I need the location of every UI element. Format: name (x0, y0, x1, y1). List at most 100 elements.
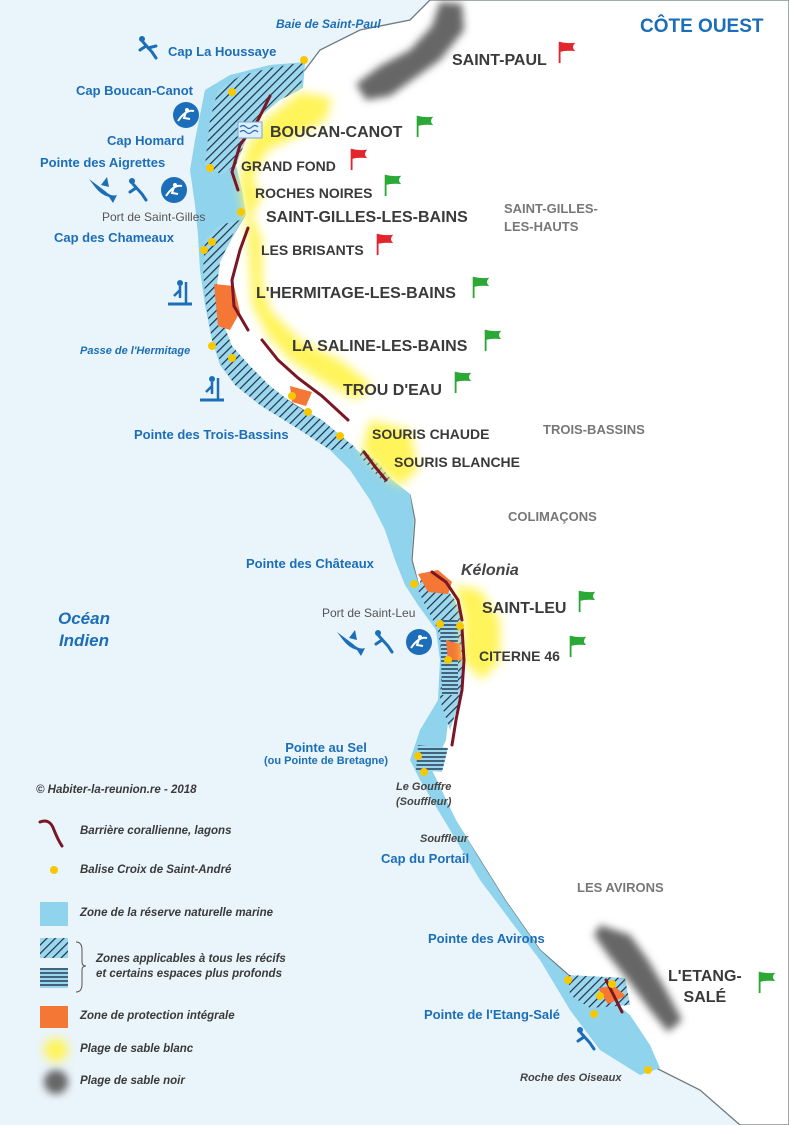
label-beach-etang-sale-line2: SALÉ (683, 989, 727, 1006)
label-pointe-chateaux: Pointe des Châteaux (246, 556, 374, 571)
buoy-markers (200, 56, 652, 1074)
ocean-label-line1: Océan (58, 609, 110, 628)
red-flag-icon (558, 41, 576, 64)
legend-integral-swatch (40, 1006, 68, 1028)
ocean-label: Océan Indien (58, 608, 110, 652)
paddle-icon (200, 376, 224, 402)
surfer-icon (406, 629, 432, 655)
label-kelonia: Kélonia (461, 562, 519, 579)
label-le-gouffre-line2: (Souffleur) (396, 796, 452, 808)
label-passe-hermitage: Passe de l'Hermitage (80, 345, 191, 357)
green-flag-icon (472, 276, 490, 299)
integral-zone-citerne (446, 640, 462, 660)
label-cap-du-portail: Cap du Portail (381, 851, 470, 866)
label-beach-citerne-46: CITERNE 46 (479, 648, 560, 664)
legend-buoy-label: Balise Croix de Saint-André (80, 864, 232, 876)
label-town-st-gilles-hauts-line2: LES-HAUTS (504, 219, 579, 234)
label-town-trois-bassins: TROIS-BASSINS (543, 422, 645, 437)
hatched-zone-hermitage (203, 220, 356, 450)
label-pointe-aigrettes: Pointe des Aigrettes (40, 155, 166, 170)
green-flag-icon (384, 174, 402, 197)
marlin-icon (337, 630, 365, 656)
red-flag-icon (350, 148, 368, 171)
legend-hlines-swatch (40, 968, 68, 988)
label-beach-saint-gilles: SAINT-GILLES-LES-BAINS (266, 209, 468, 226)
label-pointe-etang-sale: Pointe de l'Etang-Salé (424, 1007, 561, 1022)
label-beach-grand-fond: GRAND FOND (241, 158, 336, 174)
legend-white-sand-label: Plage de sable blanc (80, 1043, 194, 1055)
label-beach-saline: LA SALINE-LES-BAINS (292, 338, 468, 355)
copyright: © Habiter-la-reunion.re - 2018 (36, 784, 197, 796)
legend-coral-swatch (38, 819, 64, 848)
label-beach-saint-paul: SAINT-PAUL (452, 52, 547, 69)
surfer-icon (161, 177, 187, 203)
green-flag-icon (416, 115, 434, 138)
label-town-st-gilles-hauts: SAINT-GILLES- LES-HAUTS (504, 200, 598, 236)
label-beach-souris-chaude: SOURIS CHAUDE (372, 426, 490, 442)
surfer-icon (173, 102, 199, 128)
legend-reserve-swatch (40, 902, 68, 926)
map-title: CÔTE OUEST (640, 16, 764, 37)
legend-hatch-swatch (40, 938, 68, 958)
label-roche-des-oiseaux: Roche des Oiseaux (520, 1072, 622, 1084)
label-pointe-trois-bassins: Pointe des Trois-Bassins (134, 427, 289, 442)
green-flag-icon (578, 590, 596, 613)
marlin-icon (89, 177, 117, 203)
diver-icon (374, 630, 394, 654)
legend-buoy-swatch (50, 866, 58, 874)
label-beach-brisants: LES BRISANTS (261, 242, 364, 258)
label-beach-souris-blanche: SOURIS BLANCHE (394, 454, 521, 470)
label-baie-saint-paul: Baie de Saint-Paul (276, 17, 381, 31)
red-flag-icon (376, 233, 394, 256)
label-pointe-au-sel: Pointe au Sel (ou Pointe de Bretagne) (264, 740, 388, 767)
label-le-gouffre: Le Gouffre (Souffleur) (396, 780, 451, 810)
green-flag-icon (454, 371, 472, 394)
label-beach-etang-sale: L'ETANG- SALÉ (668, 966, 742, 1008)
label-beach-boucan-canot: BOUCAN-CANOT (270, 124, 403, 141)
coral-barriers (230, 94, 624, 1014)
label-beach-hermitage: L'HERMITAGE-LES-BAINS (256, 285, 456, 302)
ocean-label-line2: Indien (58, 631, 110, 650)
label-cap-homard: Cap Homard (107, 133, 185, 148)
label-cap-la-houssaye: Cap La Houssaye (168, 44, 277, 59)
legend-zones-label: Zones applicables à tous les récifs et c… (96, 952, 286, 982)
legend-coral-label: Barrière corallienne, lagons (80, 825, 232, 837)
green-flag-icon (484, 329, 502, 352)
legend-black-sand-swatch (44, 1070, 68, 1094)
legend-integral-label: Zone de protection intégrale (80, 1010, 235, 1022)
legend-reserve-label: Zone de la réserve naturelle marine (80, 907, 274, 919)
label-beach-saint-leu: SAINT-LEU (482, 600, 567, 617)
label-port-saint-gilles: Port de Saint-Gilles (102, 210, 206, 224)
label-town-st-gilles-hauts-line1: SAINT-GILLES- (504, 201, 598, 216)
diver-icon (576, 1027, 596, 1051)
label-souffleur: Souffleur (420, 833, 469, 845)
label-pointe-au-sel-main: Pointe au Sel (285, 740, 367, 755)
legend-white-sand-swatch (44, 1038, 68, 1062)
integral-zone-kelonia (418, 570, 452, 594)
diver-icon (128, 178, 148, 202)
white-sand-beaches (240, 92, 500, 680)
label-le-gouffre-line1: Le Gouffre (396, 781, 452, 793)
hatched-zone-sel (416, 745, 448, 772)
label-cap-chameaux: Cap des Chameaux (54, 230, 174, 245)
legend-brace (75, 941, 87, 993)
waves-icon (237, 121, 263, 139)
legend-black-sand-label: Plage de sable noir (80, 1075, 185, 1087)
label-beach-etang-sale-line1: L'ETANG- (668, 968, 742, 985)
diver-icon (138, 36, 158, 60)
label-pointe-avirons: Pointe des Avirons (428, 931, 545, 946)
green-flag-icon (758, 971, 776, 994)
label-pointe-au-sel-alt: (ou Pointe de Bretagne) (264, 755, 389, 767)
legend-zones-line2: et certains espaces plus profonds (96, 968, 282, 980)
paddle-icon (168, 280, 192, 306)
label-town-colimacons: COLIMAÇONS (508, 509, 597, 524)
integral-zone-troudeau (290, 386, 312, 406)
label-beach-roches-noires: ROCHES NOIRES (255, 185, 373, 201)
label-cap-boucan-canot: Cap Boucan-Canot (76, 83, 193, 98)
label-port-saint-leu: Port de Saint-Leu (322, 606, 416, 620)
label-beach-trou-deau: TROU D'EAU (343, 382, 442, 399)
black-sand-beaches (356, 2, 682, 1032)
label-town-avirons: LES AVIRONS (577, 880, 664, 895)
legend-zones-line1: Zones applicables à tous les récifs (96, 953, 286, 965)
